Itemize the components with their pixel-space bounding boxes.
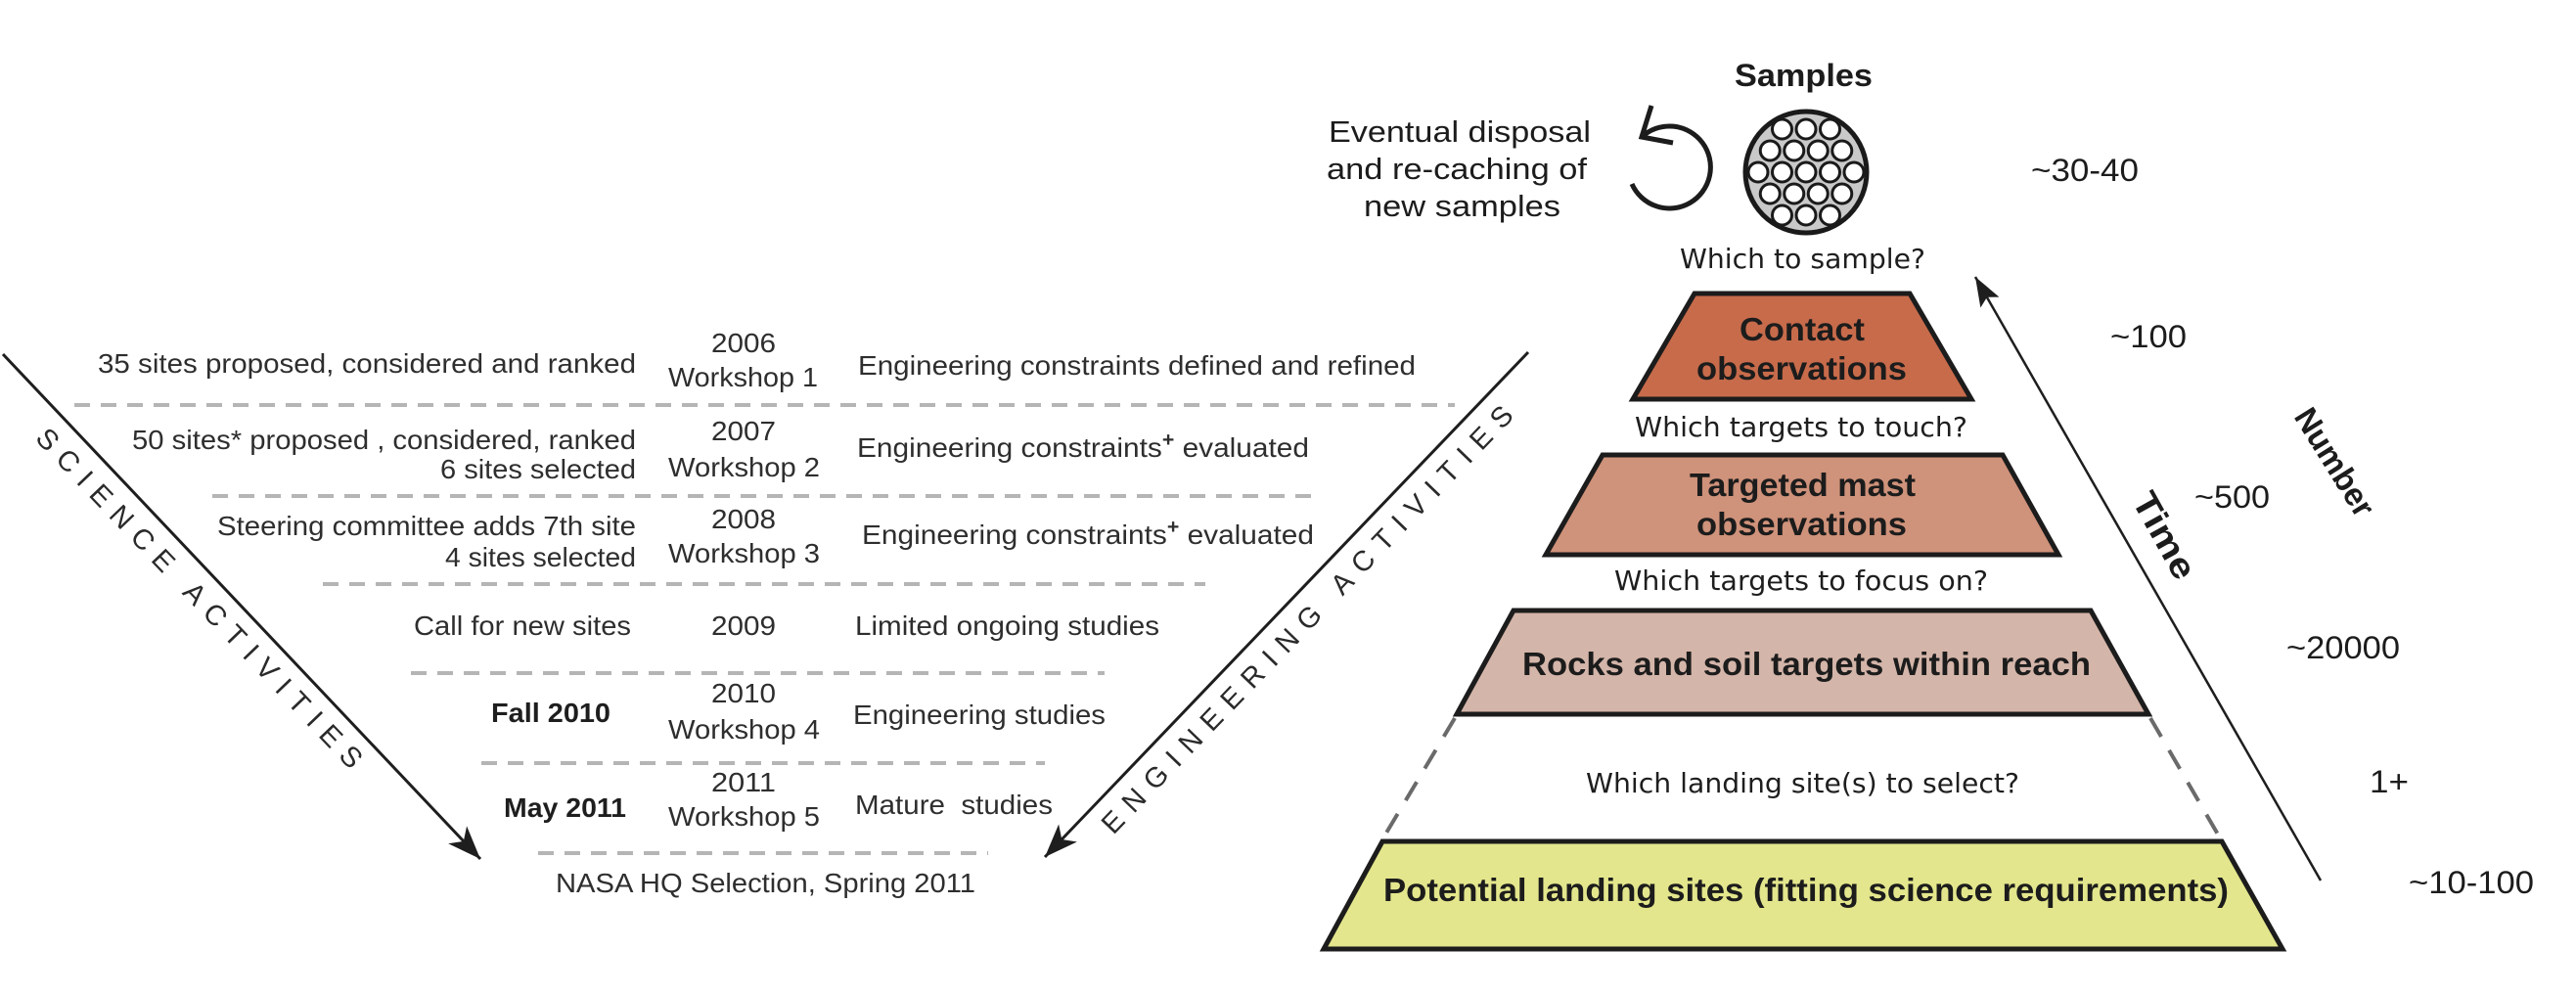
- level-rocks-and-soil: Rocks and soil targets within reach ~200…: [1452, 608, 2400, 717]
- level-label: observations: [1696, 350, 1907, 386]
- level-shape: [1452, 608, 2153, 717]
- engineering-activity-tail: evaluated: [1174, 432, 1309, 463]
- recache-note-line: new samples: [1364, 189, 1560, 223]
- sample-tube: [1794, 117, 1818, 141]
- science-activities-arrow: [1, 352, 482, 861]
- recache-note: Eventual disposal and re-caching of new …: [1327, 114, 1591, 223]
- cycle-arrow-icon: [1629, 105, 1713, 211]
- landing-site-connector: [1380, 716, 1457, 841]
- timeline-row-2010: Fall 2010 2010 Workshop 4 Engineering st…: [491, 678, 1106, 745]
- science-activity: Steering committee adds 7th site: [217, 511, 636, 541]
- sample-tube: [1830, 139, 1854, 162]
- workshop: Workshop 1: [668, 362, 818, 392]
- sample-tube: [1819, 117, 1841, 141]
- engineering-activity: Engineering constraints+ evaluated: [862, 517, 1314, 550]
- sample-cache-icon: [1742, 109, 1870, 236]
- level-targeted-mast-observations: Targeted mast observations ~500: [1541, 452, 2270, 558]
- sample-tube: [1746, 160, 1770, 184]
- level-label: observations: [1696, 506, 1907, 542]
- level-label: Contact: [1740, 311, 1865, 347]
- timeline-row-2009: Call for new sites 2009 Limited ongoing …: [414, 610, 1159, 641]
- engineering-activity: Engineering constraints+ evaluated: [857, 429, 1309, 463]
- sample-tube: [1783, 139, 1806, 162]
- sample-tube: [1806, 182, 1830, 205]
- science-activity: Call for new sites: [414, 610, 631, 641]
- time-axis-arrow: [1973, 276, 2323, 881]
- sample-tube: [1783, 182, 1806, 205]
- engineering-activities-arrow: [1043, 350, 1530, 859]
- time-axis-label: Time: [2124, 484, 2204, 586]
- sample-tube: [1830, 182, 1854, 205]
- sample-tube: [1819, 203, 1841, 227]
- year: 2008: [711, 504, 776, 534]
- final-milestone: NASA HQ Selection, Spring 2011: [556, 868, 975, 898]
- engineering-activity: Mature studies: [855, 790, 1053, 820]
- question-which-to-sample: Which to sample?: [1680, 243, 1925, 275]
- number-axis-label: Number: [2287, 401, 2382, 523]
- landing-site-count: 1+: [2370, 764, 2409, 799]
- recache-note-line: Eventual disposal: [1329, 114, 1591, 149]
- science-activity: May 2011: [504, 792, 626, 823]
- footnote-mark: +: [1162, 429, 1174, 451]
- sample-tube: [1806, 139, 1830, 162]
- sample-tube: [1771, 160, 1793, 184]
- question-which-targets-to-focus: Which targets to focus on?: [1614, 565, 1988, 597]
- engineering-activity-tail: evaluated: [1179, 520, 1314, 550]
- workshop: Workshop 4: [668, 714, 820, 745]
- science-activity-result: 6 sites selected: [440, 454, 636, 484]
- science-activity-result: 4 sites selected: [445, 542, 636, 572]
- engineering-activity-text: Engineering constraints: [862, 520, 1167, 550]
- sample-tube: [1758, 139, 1782, 162]
- level-shape: [1319, 838, 2287, 952]
- science-activity: Fall 2010: [491, 698, 610, 728]
- recache-note-line: and re-caching of: [1327, 152, 1587, 186]
- sample-tube: [1794, 203, 1818, 227]
- question-which-landing-sites: Which landing site(s) to select?: [1586, 767, 2019, 799]
- level-label: Targeted mast: [1690, 467, 1916, 503]
- level-potential-landing-sites: Potential landing sites (fitting science…: [1319, 838, 2534, 952]
- timeline-row-2008: Steering committee adds 7th site 4 sites…: [217, 504, 1314, 572]
- engineering-activity-text: Engineering constraints: [857, 432, 1162, 463]
- year: 2010: [711, 678, 776, 708]
- level-count: ~500: [2194, 479, 2270, 515]
- engineering-activity: Engineering studies: [853, 700, 1106, 730]
- timeline-row-2007: 50 sites* proposed , considered, ranked …: [132, 416, 1309, 484]
- workshop: Workshop 5: [668, 801, 820, 832]
- level-shape: [1628, 291, 1976, 402]
- level-label: Potential landing sites (fitting science…: [1383, 872, 2229, 908]
- science-activity: 35 sites proposed, considered and ranked: [98, 348, 636, 379]
- timeline-row-2011: May 2011 2011 Workshop 5 Mature studies: [504, 767, 1053, 832]
- site-selection-timeline: SCIENCE ACTIVITIES ENGINEERING ACTIVITIE…: [1, 328, 1530, 898]
- footnote-mark: +: [1167, 517, 1179, 538]
- sample-tube: [1771, 117, 1793, 141]
- samples-count: ~30-40: [2031, 153, 2139, 188]
- workshop: Workshop 2: [668, 452, 820, 482]
- sample-tube: [1771, 203, 1793, 227]
- samples-title: Samples: [1735, 58, 1873, 93]
- timeline-row-2006: 35 sites proposed, considered and ranked…: [98, 328, 1416, 392]
- sample-tube: [1819, 160, 1841, 184]
- engineering-activity: Limited ongoing studies: [855, 610, 1159, 641]
- level-shape: [1541, 452, 2063, 558]
- science-activity: 50 sites* proposed , considered, ranked: [132, 425, 636, 455]
- year: 2009: [711, 610, 776, 641]
- sample-tube: [1842, 160, 1866, 184]
- level-count: ~100: [2110, 319, 2187, 354]
- sample-tube: [1794, 160, 1818, 184]
- engineering-activity: Engineering constraints defined and refi…: [858, 350, 1416, 381]
- sampling-pyramid: Samples Eventual disposal and re-caching…: [1319, 58, 2534, 952]
- science-activities-label: SCIENCE ACTIVITIES: [29, 423, 368, 775]
- landing-site-connector: [2148, 716, 2223, 841]
- level-contact-observations: Contact observations ~100: [1628, 291, 2187, 402]
- question-which-targets-to-touch: Which targets to touch?: [1635, 411, 1967, 443]
- level-count: ~10-100: [2409, 865, 2534, 900]
- year: 2011: [711, 767, 776, 797]
- level-count: ~20000: [2286, 630, 2400, 665]
- year: 2007: [711, 416, 776, 446]
- year: 2006: [711, 328, 776, 358]
- level-label: Rocks and soil targets within reach: [1522, 646, 2091, 682]
- workshop: Workshop 3: [668, 538, 820, 568]
- sample-tube: [1758, 182, 1782, 205]
